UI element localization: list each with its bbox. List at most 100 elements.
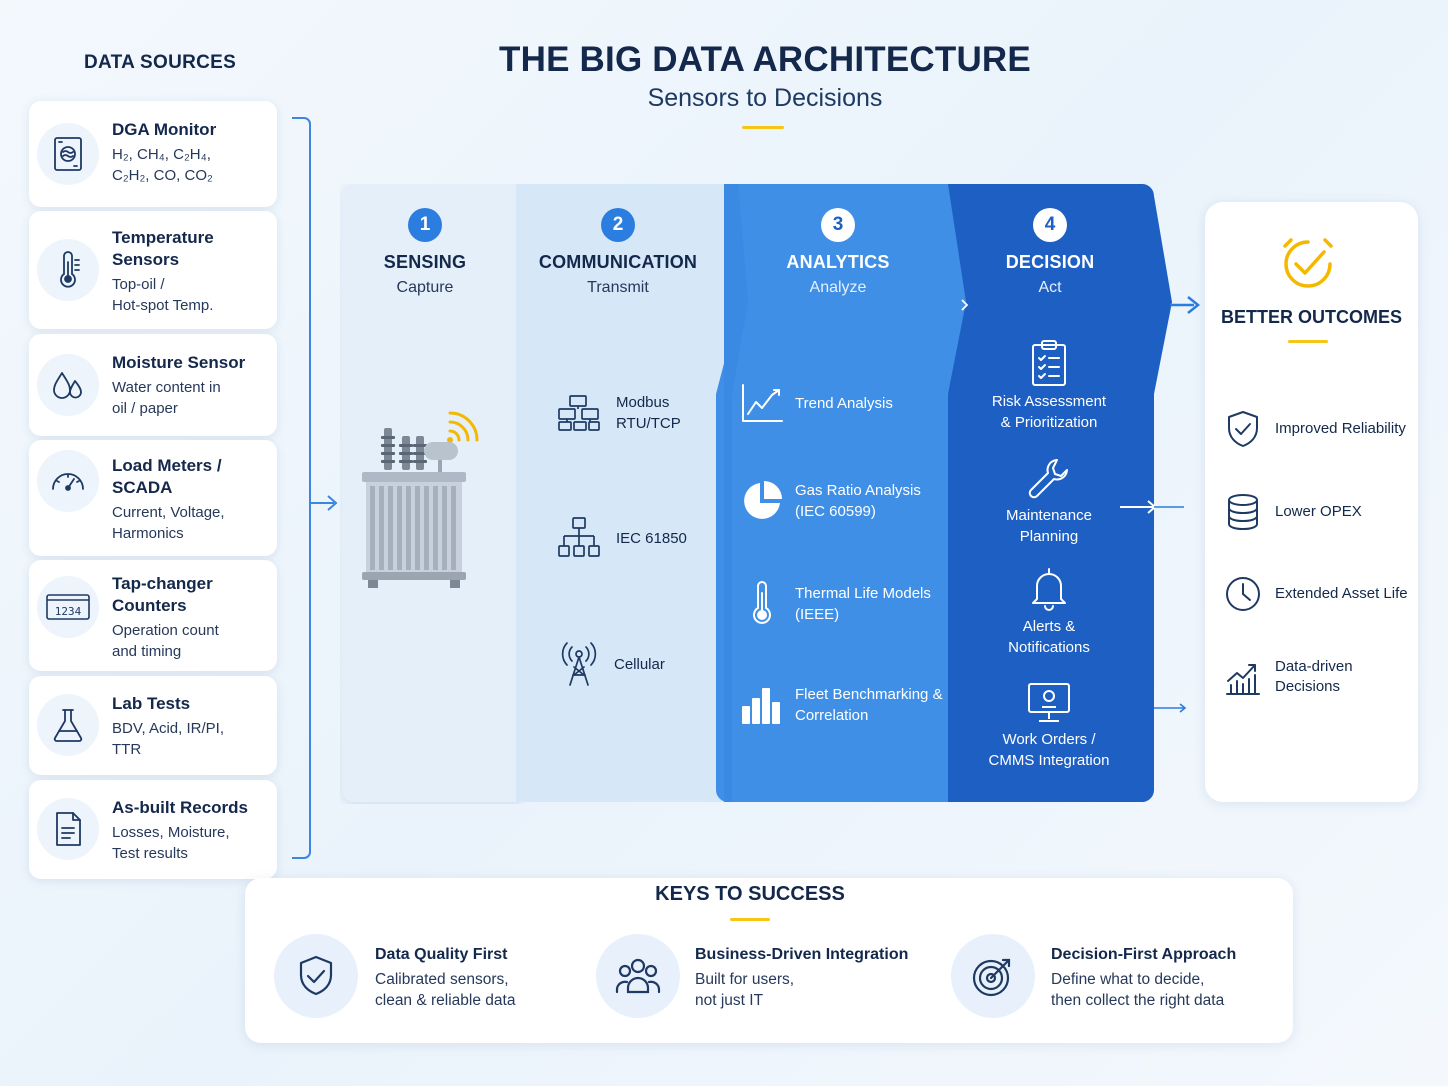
source-card-dga-monitor: DGA Monitor H₂, CH₄, C₂H₄, C₂H₂, CO, CO₂ — [29, 101, 277, 207]
outcome-item-lower-opex: Lower OPEX — [1225, 492, 1362, 532]
source-title: DGA Monitor — [112, 120, 217, 139]
key-item-data-quality: Data Quality First Calibrated sensors, c… — [375, 946, 515, 1011]
better-outcomes-card: BETTER OUTCOMES Improved Reliability Low… — [1205, 202, 1418, 802]
key-description: Built for users, not just IT — [695, 971, 795, 1009]
analytics-item-thermal-life: Thermal Life Models (IEEE) — [740, 580, 931, 628]
outcomes-title: BETTER OUTCOMES — [1220, 307, 1402, 327]
title-underline — [742, 126, 784, 129]
source-title: Temperature Sensors — [112, 228, 214, 269]
key-title: Data Quality First — [375, 946, 508, 963]
source-card-as-built-records: As-built Records Losses, Moisture, Test … — [29, 780, 277, 879]
counter-icon: 1234 — [37, 576, 99, 638]
transformer-icon — [362, 411, 479, 588]
source-description: BDV, Acid, IR/PI, TTR — [112, 720, 224, 758]
source-description: Water content in oil / paper — [112, 379, 221, 417]
decision-item-risk-assessment: Risk Assessment & Prioritization — [966, 339, 1132, 433]
stage-number-badge: 2 — [601, 208, 635, 242]
document-icon — [37, 798, 99, 860]
stage-number-badge: 4 — [1033, 208, 1067, 242]
keys-underline — [730, 918, 770, 921]
clipboard-checklist-icon — [1032, 340, 1066, 386]
source-card-tap-changer-counters: 1234 Tap-changer Counters Operation coun… — [29, 560, 277, 671]
analytics-item-fleet-benchmarking: Fleet Benchmarking & Correlation — [740, 684, 943, 726]
shield-check-icon — [274, 934, 358, 1018]
pipeline-stages: 1 SENSING Capture 2 COMMUNICATION Transm… — [340, 184, 1210, 804]
source-title: Lab Tests — [112, 694, 191, 713]
data-sources-title: DATA SOURCES — [84, 52, 237, 73]
gauge-icon — [37, 450, 99, 512]
decision-item-label: Maintenance Planning — [1006, 507, 1092, 545]
hierarchy-icon — [558, 517, 600, 557]
growth-chart-icon — [1226, 664, 1260, 695]
stage-subtitle: Act — [1038, 279, 1062, 296]
stage-title: SENSING — [383, 252, 467, 272]
outcome-label: Improved Reliability — [1275, 420, 1406, 437]
dga-monitor-icon — [37, 123, 99, 185]
decision-item-maintenance-planning: Maintenance Planning — [966, 457, 1132, 547]
decision-item-label: Work Orders / CMMS Integration — [988, 731, 1110, 769]
key-item-business-driven: Business-Driven Integration Built for us… — [695, 946, 908, 1011]
decision-item-label: Risk Assessment & Prioritization — [991, 393, 1107, 431]
source-description: Operation count and timing — [112, 622, 219, 660]
source-card-lab-tests: Lab Tests BDV, Acid, IR/PI, TTR — [29, 676, 277, 775]
counter-text: 1234 — [55, 605, 82, 618]
key-item-decision-first: Decision-First Approach Define what to d… — [1051, 946, 1236, 1011]
comm-item-label: Cellular — [614, 655, 665, 673]
network-modules-icon — [558, 395, 600, 431]
pie-chart-icon — [744, 481, 782, 519]
page-title: THE BIG DATA ARCHITECTURE — [499, 40, 1031, 79]
sources-bracket-connector — [292, 117, 338, 859]
clock-icon — [1226, 577, 1260, 611]
stage-subtitle: Transmit — [587, 279, 649, 296]
source-description: Current, Voltage, Harmonics — [112, 504, 225, 542]
source-description: Losses, Moisture, Test results — [112, 824, 230, 862]
analytics-item-label: Thermal Life Models (IEEE) — [795, 585, 931, 623]
decision-item-alerts: Alerts & Notifications — [966, 566, 1132, 658]
coin-stack-icon — [1228, 494, 1258, 531]
page-subtitle: Sensors to Decisions — [647, 84, 883, 112]
key-description: Calibrated sensors, clean & reliable dat… — [375, 971, 516, 1009]
outcome-label: Data-driven Decisions — [1275, 658, 1353, 695]
outcome-item-improved-reliability: Improved Reliability — [1225, 409, 1406, 449]
comm-item-cellular: Cellular — [556, 640, 665, 688]
stage-subtitle: Capture — [396, 279, 454, 296]
analytics-item-label: Fleet Benchmarking & Correlation — [795, 686, 943, 724]
outcome-label: Extended Asset Life — [1275, 585, 1408, 602]
bar-chart-icon — [742, 688, 780, 724]
stage-title: ANALYTICS — [786, 252, 890, 272]
key-title: Decision-First Approach — [1051, 946, 1237, 963]
shield-check-icon — [1228, 411, 1258, 447]
stage-decision-header: 4 DECISION Act — [980, 208, 1120, 297]
antenna-tower-icon — [561, 642, 597, 686]
comm-item-label: IEC 61850 — [616, 529, 687, 547]
comm-item-modbus: Modbus RTU/TCP — [556, 392, 681, 434]
decision-item-work-orders: Work Orders / CMMS Integration — [966, 681, 1132, 771]
water-drops-icon — [37, 354, 99, 416]
outcome-item-extended-asset-life: Extended Asset Life — [1225, 574, 1408, 614]
stage-title: COMMUNICATION — [538, 252, 698, 272]
analytics-item-label: Gas Ratio Analysis (IEC 60599) — [795, 482, 921, 520]
outcome-item-data-driven-decisions: Data-driven Decisions — [1225, 657, 1353, 697]
decision-item-label: Alerts & Notifications — [1008, 618, 1090, 656]
stage-number-badge: 1 — [408, 208, 442, 242]
source-title: Moisture Sensor — [112, 353, 246, 372]
stage-sensing-header: 1 SENSING Capture — [360, 208, 490, 297]
stage-backgrounds — [342, 184, 1201, 802]
source-card-moisture-sensor: Moisture Sensor Water content in oil / p… — [29, 334, 277, 436]
monitor-icon — [1028, 683, 1070, 722]
bell-icon — [1032, 568, 1066, 611]
target-icon — [951, 934, 1035, 1018]
thermometer-icon — [37, 239, 99, 301]
source-description: Top-oil / Hot-spot Temp. — [112, 276, 214, 314]
flask-icon — [37, 694, 99, 756]
source-title: As-built Records — [112, 798, 249, 817]
source-card-load-meters-scada: Load Meters / SCADA Current, Voltage, Ha… — [29, 440, 277, 556]
stage-communication-header: 2 COMMUNICATION Transmit — [532, 208, 704, 297]
stage-analytics-header: 3 ANALYTICS Analyze — [768, 208, 908, 297]
outcomes-underline — [1288, 340, 1328, 343]
source-title: Tap-changer Counters — [112, 574, 213, 615]
comm-item-label: Modbus RTU/TCP — [616, 394, 681, 432]
analytics-item-trend-analysis: Trend Analysis — [740, 382, 893, 424]
team-icon — [596, 934, 680, 1018]
key-description: Define what to decide, then collect the … — [1051, 971, 1225, 1009]
